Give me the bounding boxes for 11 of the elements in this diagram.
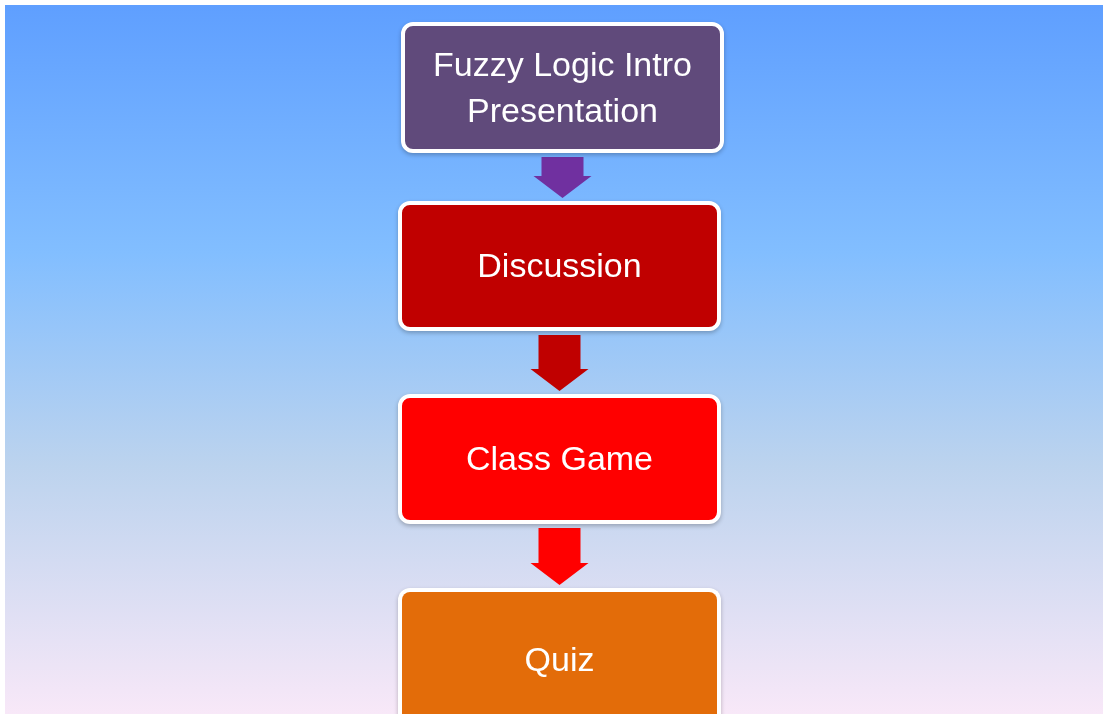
box-label: Quiz bbox=[523, 639, 596, 681]
box-label: Discussion bbox=[476, 245, 643, 287]
process-box bbox=[401, 22, 724, 153]
process-box bbox=[398, 588, 721, 714]
box-label: Fuzzy Logic Intro Presentation bbox=[432, 43, 693, 131]
block-arrow bbox=[533, 157, 592, 198]
block-arrow bbox=[530, 528, 589, 585]
block-arrow bbox=[530, 335, 589, 391]
box-label: Class Game bbox=[464, 438, 655, 480]
process-box bbox=[398, 394, 721, 524]
process-box bbox=[398, 201, 721, 331]
